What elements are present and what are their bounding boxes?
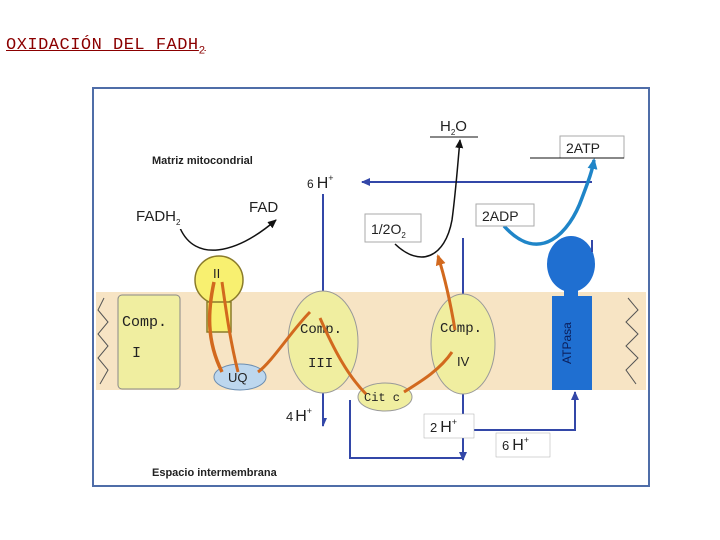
cytochrome-c-label: Cit c (364, 391, 400, 405)
membrane-edge-left (97, 297, 109, 385)
protons-atpase-box (495, 432, 551, 458)
complex-iv (430, 293, 496, 395)
intermembrane-label: Espacio intermembrana (152, 467, 278, 479)
cytochrome-c (357, 382, 413, 412)
fad-label: FAD (249, 199, 278, 216)
complex-iv-label: Comp. (440, 321, 482, 337)
membrane-edge-right (625, 297, 639, 385)
atpase-head (547, 236, 595, 292)
atpase-body (552, 296, 592, 390)
protons-matrix-box (304, 172, 356, 194)
ubiquinone-label: UQ (228, 370, 248, 385)
complex-i (117, 294, 181, 390)
protons-c3-box (282, 404, 322, 426)
atp-label: 2ATP (566, 140, 600, 156)
oxygen-to-water-arrow (394, 139, 464, 258)
electron-path-cytc-c4 (403, 351, 454, 394)
complex-iv-number: IV (457, 354, 470, 369)
page-title: OXIDACIÓN DEL FADH2 (6, 36, 206, 58)
electron-path-c2-uq-b (220, 281, 240, 373)
electron-path-c3-cytc (318, 317, 368, 396)
water-label: H2O (440, 118, 467, 137)
electron-path-uq-c3 (257, 310, 312, 374)
adp-label: 2ADP (482, 208, 519, 224)
complex-ii-label: II (213, 266, 220, 281)
oxygen-box (364, 213, 422, 243)
ubiquinone (213, 363, 267, 391)
matrix-label: Matriz mitocondrial (152, 155, 253, 167)
electron-path-c4-o2 (435, 254, 457, 331)
complex-iii-number: III (308, 356, 333, 372)
complex-iii (287, 290, 359, 394)
complex-i-number: I (132, 345, 141, 362)
adp-box (475, 203, 535, 227)
atpase-label: ATPasa (560, 322, 574, 364)
diagram-frame (92, 87, 650, 487)
electron-path-c2-uq (207, 281, 224, 373)
fadh2-label: FADH2 (136, 208, 181, 227)
complex-i-label: Comp. (122, 314, 167, 331)
protons-c4-box (423, 413, 475, 439)
complex-iii-label: Comp. (300, 322, 342, 338)
adp-to-atp-arrow (502, 158, 598, 246)
fadh2-box (130, 203, 212, 229)
fadh2-to-fad-arrow (179, 219, 277, 251)
atpase-neck (564, 284, 578, 298)
oxygen-label: 1/2O2 (371, 221, 406, 240)
